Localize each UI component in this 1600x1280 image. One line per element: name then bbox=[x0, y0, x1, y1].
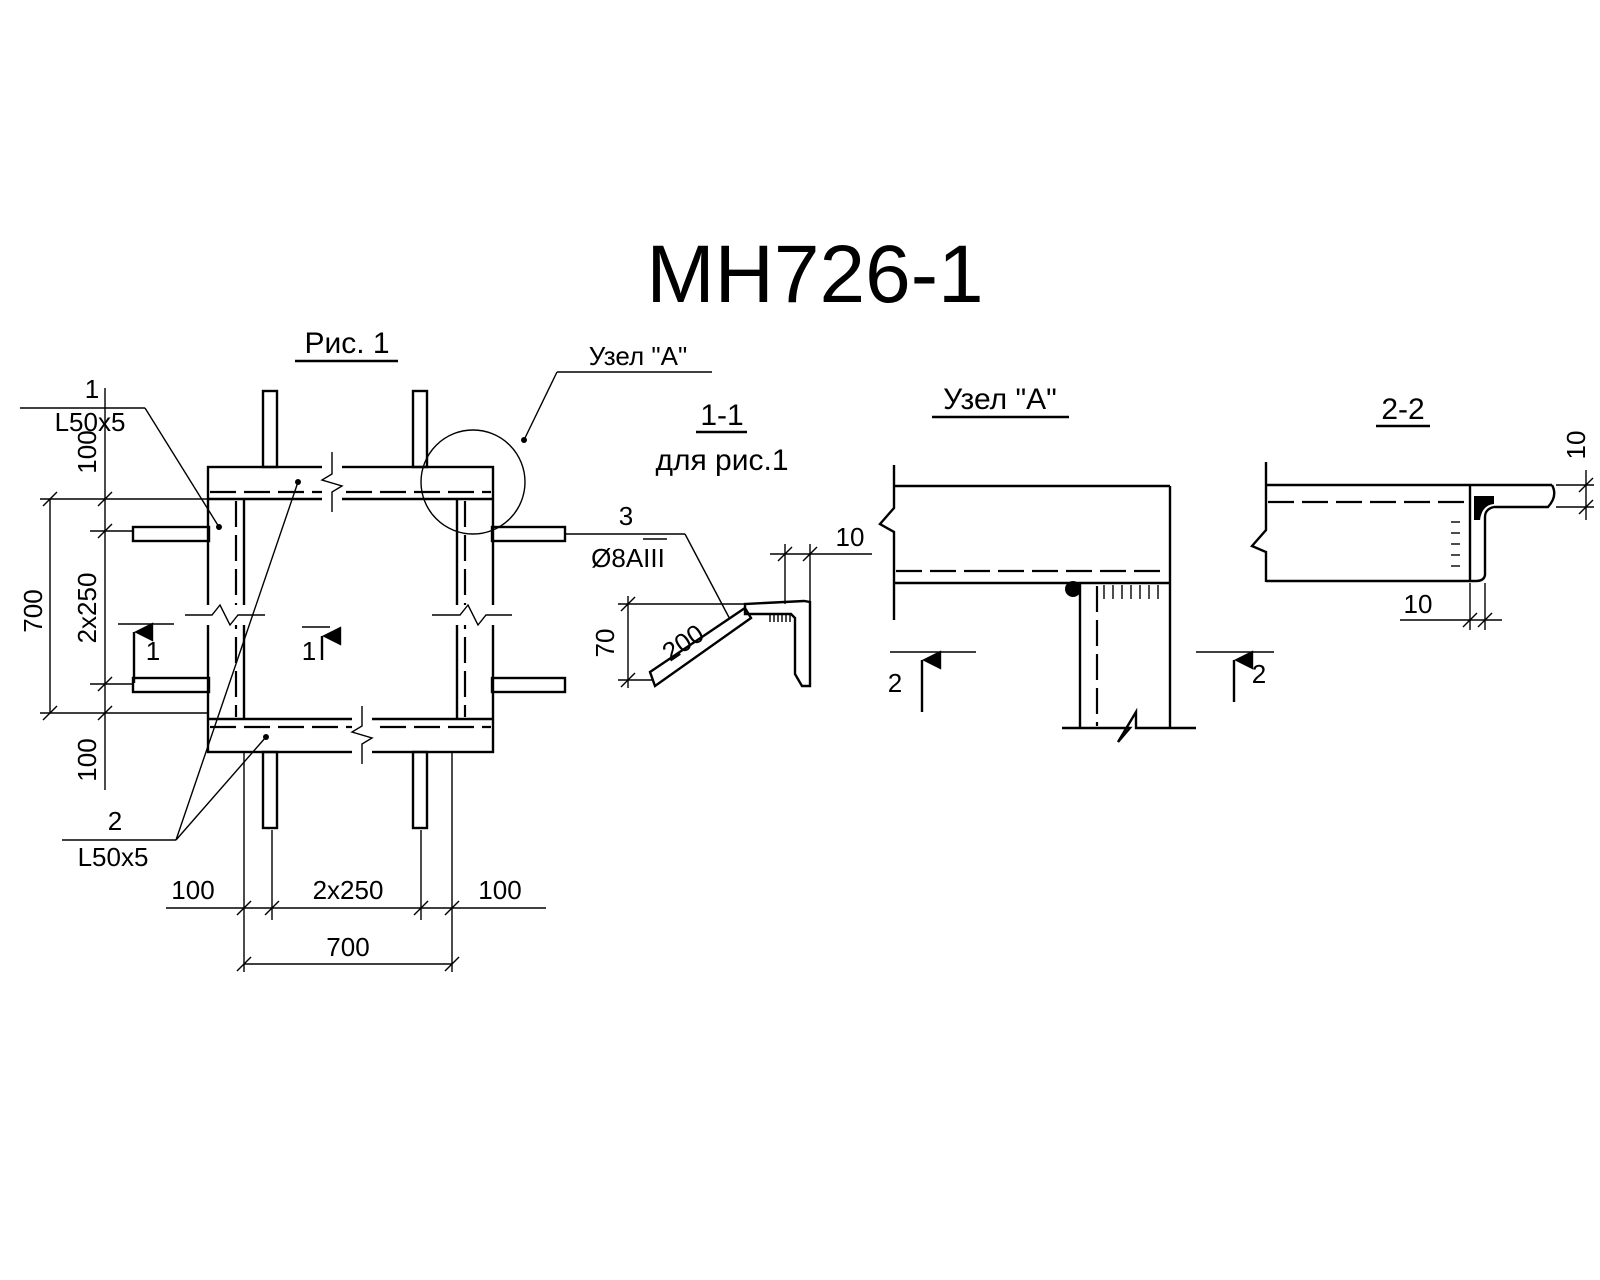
bar-length-dim: 200 bbox=[657, 618, 710, 667]
pos1-profile: L50x5 bbox=[55, 407, 126, 437]
node-a-section-mark-right: 2 bbox=[1252, 659, 1266, 689]
node-a-weld-hatching bbox=[1103, 585, 1159, 599]
section-mark-left: 1 bbox=[146, 636, 160, 666]
break-mark-bottom bbox=[350, 706, 374, 764]
left-dim-mid: 2x250 bbox=[72, 573, 102, 644]
bottom-tick-421 bbox=[413, 900, 429, 916]
height-tick-top bbox=[620, 596, 636, 612]
flange-top-tick-bottom bbox=[1578, 499, 1594, 515]
offset-tick-left bbox=[777, 546, 793, 562]
section-1-1-heading: 1-1 bbox=[700, 399, 743, 432]
node-a-view: Узел "А" 2 2 bbox=[878, 383, 1274, 743]
angle-frame bbox=[185, 452, 512, 764]
anchor-bars bbox=[131, 389, 567, 830]
bar-height-dim: 70 bbox=[590, 629, 620, 658]
bottom-tick-244 bbox=[236, 900, 252, 916]
anchor-bar-left-bottom bbox=[131, 676, 211, 694]
flange-bottom-dim: 10 bbox=[1404, 589, 1433, 619]
break-mark-right bbox=[432, 603, 512, 627]
pos1-callout: 1 L50x5 bbox=[20, 374, 222, 530]
node-a-weld-bead bbox=[1065, 581, 1081, 597]
pos2-leader-dot-top bbox=[295, 479, 301, 485]
bar-offset-dim: 10 bbox=[836, 522, 865, 552]
bottom-total-tick-left bbox=[236, 956, 252, 972]
section-2-2-view: 2-2 10 10 bbox=[1250, 393, 1594, 630]
weld-hatching bbox=[769, 614, 791, 622]
left-total-tick-top bbox=[42, 491, 58, 507]
node-a-leader-dot bbox=[521, 437, 527, 443]
pos1-leader bbox=[144, 407, 220, 528]
pos2-leader-top bbox=[175, 481, 299, 841]
section-2-2-heading: 2-2 bbox=[1381, 393, 1424, 426]
section-2-2-weld-hatching bbox=[1451, 521, 1460, 567]
anchor-bar-right-bottom bbox=[490, 676, 567, 694]
anchor-bar-top-left bbox=[261, 389, 279, 469]
pos2-profile: L50x5 bbox=[78, 842, 149, 872]
left-tick-684 bbox=[97, 676, 113, 692]
section-1-1-subheading: для рис.1 bbox=[655, 444, 788, 477]
node-a-leader bbox=[523, 371, 558, 441]
node-a-callout: Узел "А" bbox=[589, 341, 687, 371]
plan-heading: Рис. 1 bbox=[304, 327, 389, 360]
node-a-circle bbox=[420, 429, 526, 535]
pos1-number: 1 bbox=[85, 374, 99, 404]
bottom-dim-right: 100 bbox=[478, 875, 521, 905]
bottom-dim-total: 700 bbox=[326, 932, 369, 962]
pos2-leader-bottom bbox=[175, 736, 267, 841]
plan-view: Рис. 1 bbox=[18, 327, 736, 972]
left-dim-total: 700 bbox=[18, 589, 48, 632]
pos2-number: 2 bbox=[108, 806, 122, 836]
section-2-2-angle-profile bbox=[1266, 484, 1556, 583]
left-dim-bottom: 100 bbox=[72, 738, 102, 781]
node-a-break-left bbox=[878, 465, 896, 620]
left-tick-531 bbox=[97, 523, 113, 539]
section-2-2-break-left bbox=[1250, 462, 1268, 582]
anchor-bar-bottom-left bbox=[261, 750, 279, 830]
bottom-dim-mid: 2x250 bbox=[313, 875, 384, 905]
flange-top-tick-top bbox=[1578, 477, 1594, 493]
left-total-tick-bottom bbox=[42, 705, 58, 721]
pos3-number: 3 bbox=[619, 501, 633, 531]
drawing-title: МН726-1 bbox=[646, 229, 983, 320]
anchor-bar-top-right bbox=[411, 389, 429, 469]
node-a-section-mark-left: 2 bbox=[888, 668, 902, 698]
pos1-leader-dot bbox=[216, 524, 222, 530]
anchor-bar-right-top bbox=[490, 525, 567, 543]
flange-top-dim: 10 bbox=[1561, 431, 1591, 460]
node-a-bottom-break bbox=[1062, 707, 1196, 743]
node-a-heading: Узел "А" bbox=[943, 383, 1057, 416]
break-mark-top bbox=[320, 452, 344, 512]
break-gap-left bbox=[203, 605, 249, 625]
frame-outline bbox=[206, 465, 495, 754]
flange-bottom-tick-left bbox=[1462, 612, 1478, 628]
pos2-callout: 2 L50x5 bbox=[62, 479, 301, 872]
bottom-tick-452 bbox=[444, 900, 460, 916]
anchor-bar-left-top bbox=[131, 525, 211, 543]
offset-tick-right bbox=[802, 546, 818, 562]
left-tick-499 bbox=[97, 491, 113, 507]
anchor-bar-bottom-right bbox=[411, 750, 429, 830]
flange-bottom-tick-right bbox=[1477, 612, 1493, 628]
bottom-tick-272 bbox=[264, 900, 280, 916]
break-mark-left bbox=[185, 603, 265, 627]
anchor-bar-section bbox=[648, 606, 753, 688]
bottom-dimensions: 100 2x250 100 700 bbox=[166, 752, 546, 972]
bottom-dim-left: 100 bbox=[171, 875, 214, 905]
angle-section bbox=[743, 599, 812, 688]
section-2-2-weld-fillet bbox=[1474, 496, 1494, 520]
left-dim-top: 100 bbox=[72, 430, 102, 473]
left-dimensions: 100 2x250 100 700 bbox=[18, 388, 208, 790]
bottom-total-tick-right bbox=[444, 956, 460, 972]
pos3-bar: Ø8АIII bbox=[591, 543, 665, 573]
left-tick-713 bbox=[97, 705, 113, 721]
height-tick-bottom bbox=[620, 672, 636, 688]
pos3-callout: 3 Ø8АIII bbox=[565, 501, 736, 628]
pos2-leader-dot-bottom bbox=[263, 734, 269, 740]
section-mark-center: 1 bbox=[302, 636, 316, 666]
pos3-leader bbox=[684, 533, 734, 626]
